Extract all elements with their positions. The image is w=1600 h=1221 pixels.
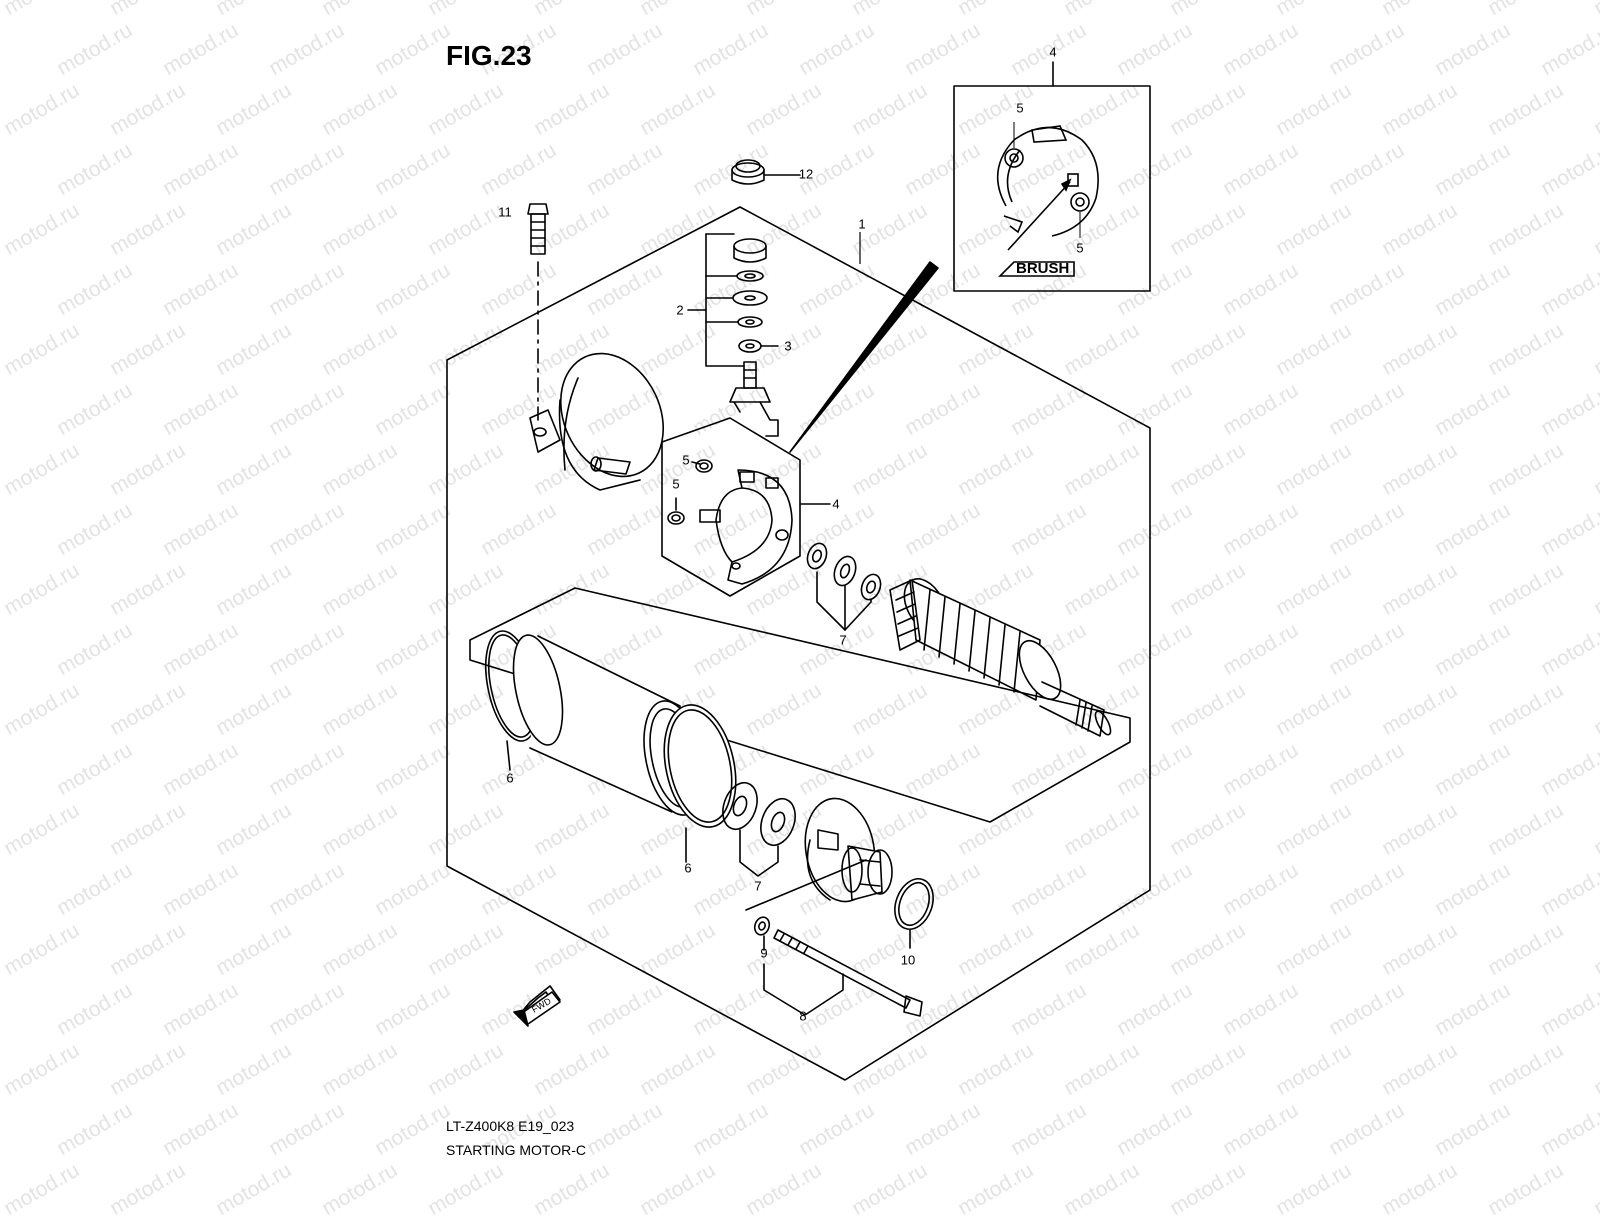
terminal-hardware-stack — [729, 238, 779, 437]
fwd-arrow — [513, 985, 561, 1027]
inset-callout-4: 4 — [1049, 44, 1057, 60]
brush-screw-lower — [667, 497, 685, 525]
brush-holder-plate — [699, 469, 793, 585]
callout-3: 3 — [784, 338, 792, 354]
callout-6-right: 6 — [684, 860, 692, 876]
callout-5-upper: 5 — [682, 452, 690, 468]
callout-9: 9 — [760, 945, 768, 961]
figure-name: STARTING MOTOR-C — [446, 1142, 586, 1158]
inset-brush-label: BRUSH — [1016, 260, 1069, 277]
figure-title: FIG.23 — [446, 40, 532, 71]
callout-6-left: 6 — [506, 770, 514, 786]
washer-set-lower — [722, 781, 796, 877]
callout-8: 8 — [799, 1008, 807, 1024]
nut-12 — [731, 159, 801, 185]
inset-callout-5-upper: 5 — [1016, 100, 1024, 116]
callout-7-upper: 7 — [839, 632, 847, 648]
callout-11: 11 — [498, 204, 512, 220]
assembly-frame — [446, 206, 1151, 1081]
callout-1: 1 — [858, 216, 866, 232]
yoke-frame — [469, 587, 1131, 823]
front-housing — [804, 797, 893, 903]
callout-10: 10 — [900, 952, 916, 968]
callout-2: 2 — [676, 302, 684, 318]
callout-5-lower: 5 — [672, 476, 680, 492]
o-ring-right — [663, 704, 737, 863]
inset-callout-5-lower: 5 — [1076, 240, 1084, 256]
o-ring-10 — [894, 878, 934, 949]
inset-pointer — [789, 261, 939, 453]
washer-set-upper — [806, 542, 882, 631]
bolt-11 — [527, 203, 549, 255]
callout-4: 4 — [832, 496, 840, 512]
callout-7-lower: 7 — [754, 878, 762, 894]
armature — [889, 578, 1112, 737]
model-code: LT-Z400K8 E19_023 — [446, 1118, 575, 1134]
washer-9 — [753, 916, 771, 951]
brush-holder-frame — [661, 417, 801, 597]
inset-brush-holder — [996, 125, 1099, 277]
end-cover — [529, 352, 665, 491]
brush-screw-upper — [691, 459, 713, 473]
callout-12: 12 — [798, 166, 814, 182]
brush-inset-box — [953, 85, 1151, 292]
long-bolt-8 — [773, 929, 923, 1017]
